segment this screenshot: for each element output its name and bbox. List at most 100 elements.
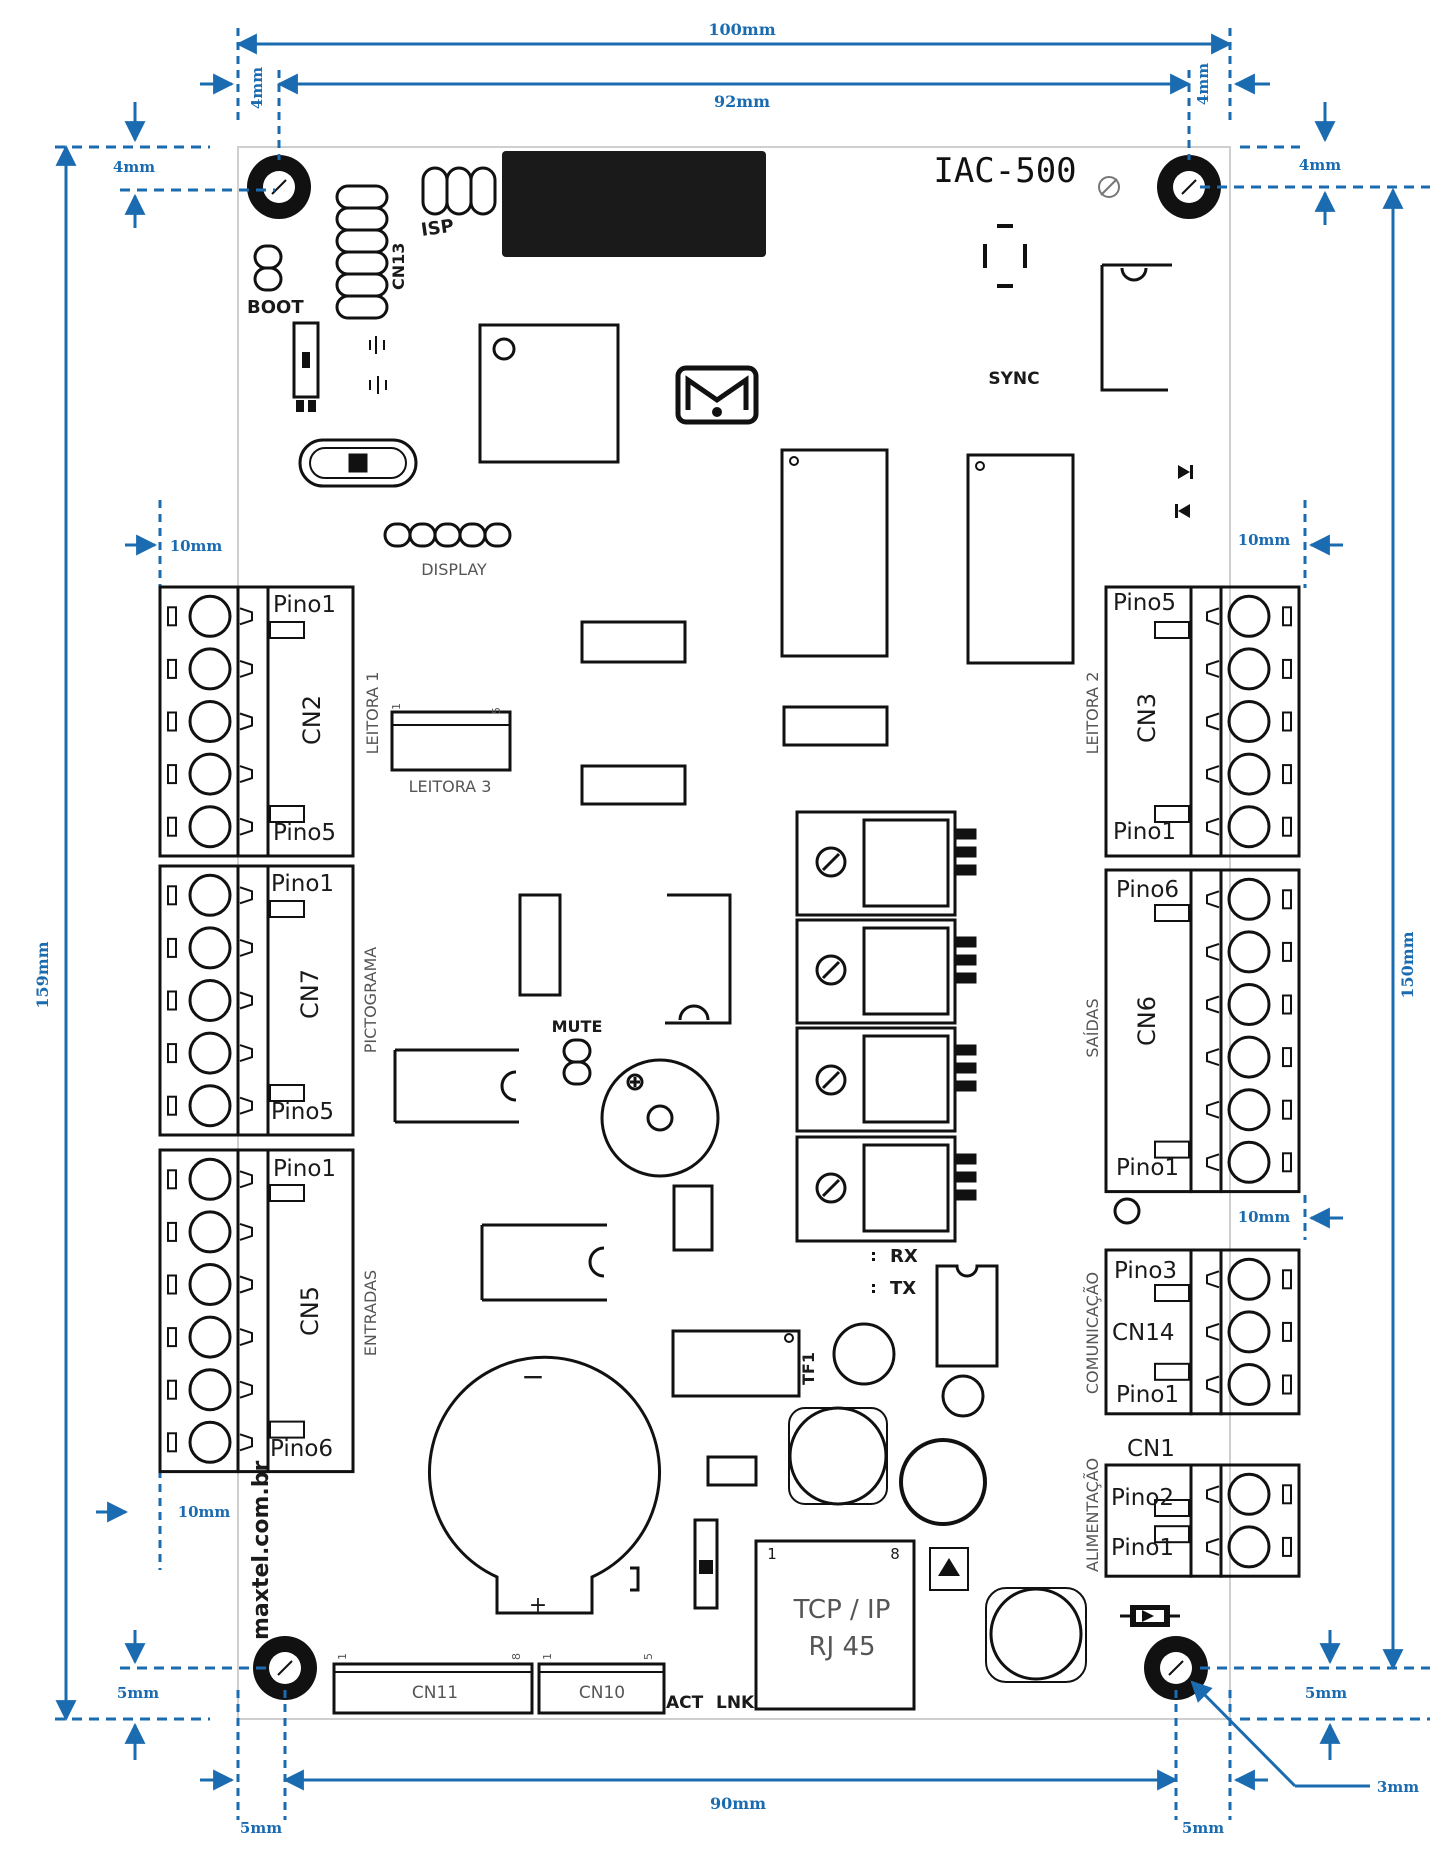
cn7-side-label: PICTOGRAMA: [361, 947, 380, 1054]
crystal-oscillator: [298, 438, 418, 488]
cn2-pin-bottom: Pino5: [273, 820, 336, 846]
dim-width-inner: 92mm: [714, 92, 770, 111]
cn10-pin-last: 5: [642, 1653, 655, 1660]
dim-conn-right-mid: 10mm: [1238, 1208, 1291, 1226]
cn3-pin-top: Pino5: [1113, 590, 1176, 616]
cn6-name: CN6: [1133, 996, 1161, 1046]
smd-ic-1: [580, 620, 687, 664]
rj45-label-line2: RJ 45: [808, 1632, 875, 1662]
boot-jumper: [253, 244, 283, 292]
battery-plus: +: [529, 1593, 547, 1618]
terminal-screw: [1227, 1035, 1271, 1079]
terminal-screw: [188, 1315, 232, 1359]
cn2-pin-top: Pino1: [273, 592, 336, 618]
capacitor-3: [985, 1587, 1087, 1683]
inductor-1: [832, 1322, 896, 1386]
rj45-connector: [754, 1539, 916, 1711]
power-diode: [1120, 1605, 1180, 1627]
dim-width-bottom: 90mm: [710, 1794, 766, 1813]
connector-cn2: [158, 585, 355, 858]
main-chip: [502, 151, 766, 257]
smd-part-center: [672, 1184, 714, 1252]
terminal-screw: [188, 1263, 232, 1306]
cn2-side-label: LEITORA 1: [363, 672, 382, 755]
terminal-screw: [188, 1031, 232, 1075]
connector-cn5: [158, 1148, 355, 1474]
connector-cn14: [1104, 1248, 1301, 1416]
terminal-screw: [1227, 983, 1271, 1026]
terminal-screw: [1227, 1525, 1271, 1569]
fuse-component: [693, 1518, 719, 1610]
cn1-name: CN1: [1127, 1436, 1175, 1462]
display-header: [383, 522, 512, 548]
cn13-header: [335, 184, 389, 320]
terminal-screw: [188, 1210, 232, 1254]
terminal-screw: [1227, 1310, 1271, 1354]
cn6-pin-bottom: Pino1: [1116, 1155, 1179, 1181]
dimension-lines: [55, 28, 1430, 1820]
diode-component: [292, 321, 320, 412]
small-bracket: [630, 1566, 640, 1592]
brand-text: maxtel.com.br: [249, 1461, 274, 1640]
relay-center: [665, 893, 732, 1025]
cn1-pin-top: Pino2: [1111, 1485, 1174, 1511]
terminal-screw: [1227, 752, 1271, 796]
dim-margin-top-left-h: 4mm: [248, 67, 266, 109]
cn14-pin-bottom: Pino1: [1116, 1382, 1179, 1408]
small-smd-part: [706, 1455, 758, 1487]
lnk-label: LNK: [716, 1693, 755, 1713]
terminal-screw: [188, 594, 232, 638]
terminal-screw: [188, 1368, 232, 1412]
leitora3-connector: [390, 710, 512, 772]
connector-cn7: [158, 864, 355, 1137]
mute-label: MUTE: [552, 1017, 603, 1036]
terminal-screw: [1227, 877, 1271, 921]
leitora3-label: LEITORA 3: [409, 777, 492, 796]
mounting-hole-top-right: [1157, 155, 1221, 219]
cn3-pin-bottom: Pino1: [1113, 819, 1176, 845]
rj45-label-line1: TCP / IP: [793, 1595, 891, 1625]
cn10-pin-first: 1: [541, 1653, 554, 1660]
buzzer: [600, 1058, 720, 1178]
square-ic: [478, 323, 620, 464]
capacitor-1: [788, 1406, 888, 1506]
cn11-pin-first: 1: [336, 1653, 349, 1660]
cn10-connector: [537, 1662, 666, 1715]
dim-margin-bottom-left-v: 5mm: [117, 1684, 159, 1702]
vertical-smd-ic: [518, 893, 562, 997]
connector-cn6: [1104, 868, 1301, 1194]
coin-battery-holder: [428, 1355, 661, 1615]
dim-margin-top-left-v: 4mm: [113, 158, 155, 176]
cn1-pin-bottom: Pino1: [1111, 1535, 1174, 1561]
dim-margin-bottom-right-h: 5mm: [1182, 1819, 1224, 1837]
dim-margin-bottom-right-v: 5mm: [1305, 1684, 1347, 1702]
terminal-screw: [188, 979, 232, 1022]
terminal-screw: [188, 1084, 232, 1128]
connector-cn3: [1104, 585, 1301, 858]
mounting-hole-bottom-left: [253, 1636, 317, 1700]
rj45-pin-first: 1: [767, 1545, 777, 1563]
led-icons: [1175, 465, 1193, 518]
cn7-pin-bottom: Pino5: [271, 1099, 334, 1125]
fiducial-icon: [1098, 176, 1120, 198]
regulators: [795, 810, 977, 1243]
cn5-pin-bottom: Pino6: [270, 1436, 333, 1462]
terminal-screw: [188, 1420, 232, 1464]
sync-label: SYNC: [988, 369, 1039, 389]
smd-ic-3: [580, 764, 687, 806]
cn14-side-label: COMUNICAÇÃO: [1083, 1272, 1102, 1394]
terminal-screw: [188, 805, 232, 849]
tf1-label: TF1: [799, 1352, 818, 1385]
rj45-pin-last: 8: [890, 1545, 900, 1563]
cn13-label: CN13: [389, 243, 408, 290]
dip-ic: [935, 1264, 999, 1368]
seven-segment-display: [983, 224, 1027, 288]
terminal-screw: [188, 926, 232, 970]
rx-label: RX: [890, 1246, 918, 1267]
warning-icon: [929, 1547, 969, 1591]
terminal-screw: [188, 752, 232, 796]
dim-conn-right-top: 10mm: [1238, 531, 1291, 549]
cn11-pin-last: 8: [510, 1653, 523, 1660]
cn11-connector: [332, 1662, 534, 1715]
